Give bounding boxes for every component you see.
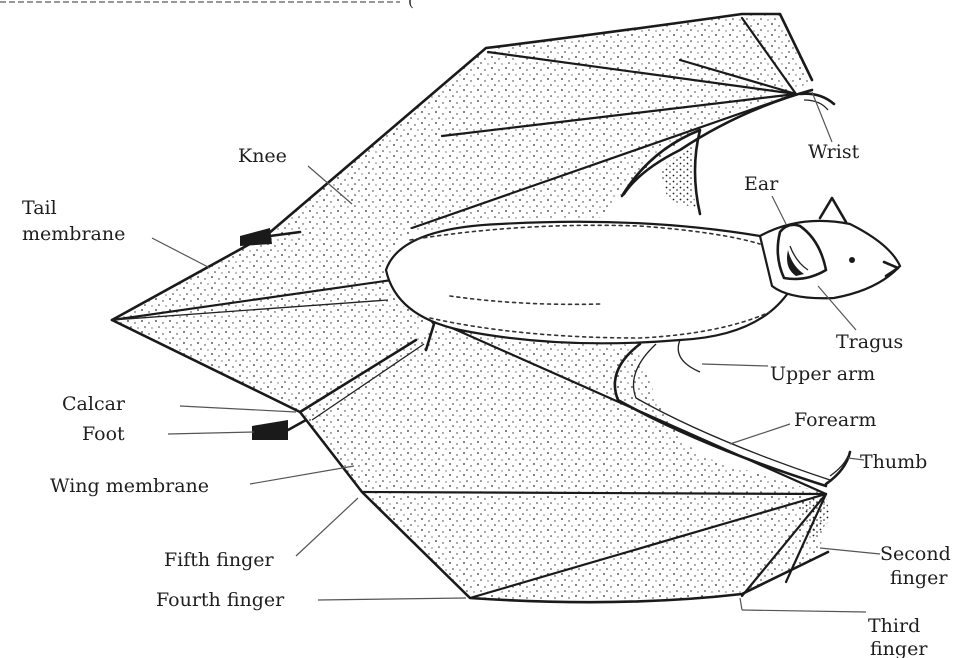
label-tail-membrane-line2: membrane <box>22 223 125 245</box>
leader-foot <box>168 432 254 434</box>
leader-tail-membrane <box>152 238 210 268</box>
label-wing-membrane: Wing membrane <box>50 475 209 497</box>
label-ear: Ear <box>744 173 779 195</box>
leader-calcar <box>180 406 296 412</box>
label-forearm: Forearm <box>794 409 876 431</box>
eye-icon <box>849 257 855 263</box>
label-upper-arm: Upper arm <box>770 363 875 385</box>
lower-wing <box>300 320 850 602</box>
label-foot: Foot <box>82 423 125 445</box>
label-fourth-finger: Fourth finger <box>156 589 285 611</box>
leader-ear <box>772 196 786 224</box>
label-calcar: Calcar <box>62 393 126 415</box>
leader-third-finger-h <box>742 610 866 612</box>
leader-fourth-finger <box>318 598 466 600</box>
caption-fragment: ( <box>408 0 414 10</box>
upper-wing <box>268 14 834 236</box>
leader-forearm <box>730 424 790 444</box>
label-fifth-finger: Fifth finger <box>164 549 275 571</box>
label-third-finger-line1: Third <box>868 615 920 637</box>
label-wrist: Wrist <box>808 141 860 163</box>
label-tail-membrane-line1: Tail <box>22 197 57 219</box>
label-knee: Knee <box>238 145 287 167</box>
label-second-finger-line1: Second <box>880 543 951 565</box>
leader-fifth-finger <box>296 498 358 556</box>
label-tragus: Tragus <box>836 331 903 353</box>
label-third-finger-line2: finger <box>870 638 928 658</box>
label-thumb: Thumb <box>860 451 927 473</box>
leader-third-finger <box>740 598 742 610</box>
leader-upper-arm <box>702 364 768 366</box>
leader-wing-membrane <box>250 466 354 484</box>
leader-second-finger <box>820 548 880 554</box>
label-second-finger-line2: finger <box>890 567 948 589</box>
bat-body <box>386 222 792 344</box>
